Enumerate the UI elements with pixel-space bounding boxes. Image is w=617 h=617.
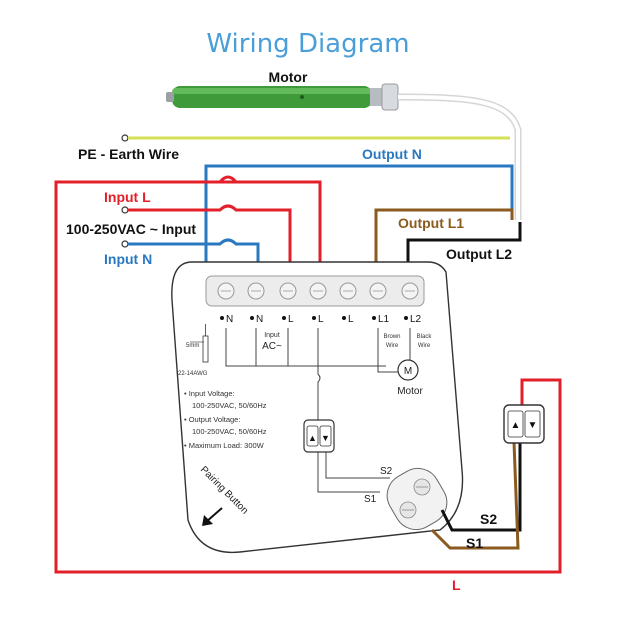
pairing-arrow-icon bbox=[202, 507, 223, 526]
l-bottom-label: L bbox=[452, 577, 461, 593]
spec-line: 100-250VAC, 50/60Hz bbox=[192, 427, 267, 436]
s2-wire bbox=[440, 442, 522, 532]
output-l1-wire bbox=[374, 208, 514, 262]
brown-wire-label-2: Wire bbox=[386, 343, 399, 349]
output-n-wire bbox=[204, 164, 514, 262]
module-s2-label: S2 bbox=[380, 466, 393, 477]
module-body bbox=[171, 261, 464, 554]
terminal-label: L1 bbox=[378, 314, 390, 325]
input-l-label: Input L bbox=[104, 189, 151, 205]
motor-symbol-letter: M bbox=[404, 366, 412, 377]
brown-wire-label-1: Brown bbox=[383, 334, 400, 340]
input-ac-label-1: Input bbox=[264, 332, 280, 339]
terminal-label: L bbox=[288, 314, 294, 325]
output-l1-label: Output L1 bbox=[398, 215, 464, 231]
terminal-label: L bbox=[348, 314, 354, 325]
black-wire-label-2: Wire bbox=[418, 343, 431, 349]
spec-line: • Maximum Load: 300W bbox=[184, 441, 265, 450]
motor-image bbox=[166, 83, 522, 220]
ext-switch-down-icon: ▼ bbox=[528, 420, 538, 431]
strip-length-label: 5mm bbox=[186, 343, 199, 349]
output-n-label: Output N bbox=[362, 146, 422, 162]
live-loop-wire bbox=[54, 180, 562, 574]
strip-length-icon bbox=[190, 324, 209, 363]
s1-wire bbox=[430, 441, 520, 550]
input-n-wire bbox=[128, 238, 260, 262]
input-l-wire bbox=[128, 204, 292, 262]
terminal-label: N bbox=[256, 314, 263, 325]
black-wire-label-1: Black bbox=[417, 334, 433, 340]
motor-symbol bbox=[397, 359, 419, 381]
output-l2-label: Output L2 bbox=[446, 246, 512, 262]
ext-switch-up-icon: ▲ bbox=[511, 420, 521, 431]
switch-up-icon: ▲ bbox=[308, 433, 317, 443]
input-n-label: Input N bbox=[104, 251, 152, 267]
terminal-label: N bbox=[226, 314, 233, 325]
spec-line: 100-250VAC, 50/60Hz bbox=[192, 401, 267, 410]
s2-label: S2 bbox=[480, 511, 497, 527]
terminal-label: L bbox=[318, 314, 324, 325]
terminal-label: L2 bbox=[410, 314, 422, 325]
output-l2-wire bbox=[406, 222, 522, 262]
spec-list: • Input Voltage: 100-250VAC, 50/60Hz • Out… bbox=[184, 389, 267, 450]
spec-line: • Output Voltage: bbox=[184, 415, 240, 424]
s1-label: S1 bbox=[466, 535, 483, 551]
gauge-label: 22-14AWG bbox=[178, 371, 208, 377]
diagram-title: Wiring Diagram bbox=[206, 29, 409, 59]
input-vac-label: 100-250VAC ~ Input bbox=[66, 221, 196, 237]
spec-line: • Input Voltage: bbox=[184, 389, 235, 398]
pe-earth-label: PE - Earth Wire bbox=[78, 146, 179, 162]
switch-down-icon: ▼ bbox=[321, 433, 330, 443]
module-switch[interactable]: ▲ ▼ bbox=[303, 419, 335, 453]
s-terminal-block bbox=[386, 467, 448, 531]
input-ac-label-2: AC~ bbox=[262, 341, 282, 352]
motor-title: Motor bbox=[269, 69, 308, 85]
module-s1-label: S1 bbox=[364, 494, 377, 505]
motor-symbol-label: Motor bbox=[397, 386, 423, 397]
external-switch[interactable]: ▲ ▼ bbox=[503, 404, 545, 444]
